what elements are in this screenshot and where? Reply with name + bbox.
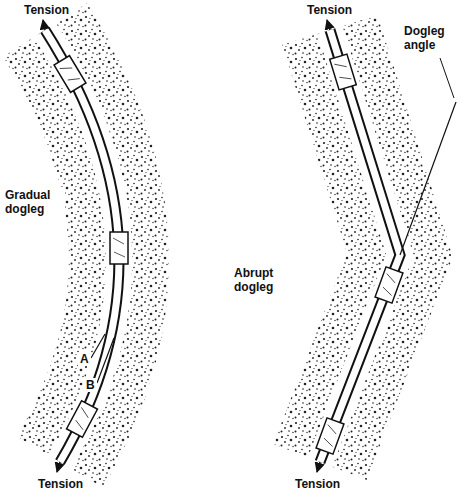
drill-pipe (45, 30, 119, 462)
dogleg-angle-label: Dogleg angle (402, 24, 468, 52)
tension-arrow (43, 20, 45, 30)
tool-joint (375, 267, 403, 303)
tool-joint (54, 56, 86, 93)
tension-arrow (327, 20, 330, 30)
gradual-dogleg-figure (43, 20, 128, 472)
tension-label: Tension (293, 477, 342, 491)
borehole (45, 30, 119, 462)
rock-formation (45, 30, 119, 462)
tension-label: Tension (36, 477, 85, 491)
figure-title: Abrupt dogleg (232, 266, 298, 294)
borehole (320, 30, 400, 462)
tension-label: Tension (305, 3, 354, 17)
callout-letter: A (78, 352, 91, 366)
drill-pipe-bore (45, 30, 119, 462)
leader-line (440, 58, 454, 98)
tension-arrow (57, 462, 60, 472)
abrupt-dogleg-figure (316, 20, 456, 472)
leader-line (97, 338, 114, 383)
tension-arrow (317, 462, 320, 472)
drill-pipe-bore (320, 30, 400, 462)
tool-joint (316, 418, 344, 454)
tension-label: Tension (22, 3, 71, 17)
dogleg-angle-line (400, 102, 456, 255)
tool-joint (67, 401, 98, 438)
rock-formation (320, 30, 400, 462)
figure-title: Gradual dogleg (3, 188, 65, 216)
tool-joint (330, 54, 357, 90)
drill-pipe (320, 30, 400, 462)
callout-letter: B (84, 378, 97, 392)
tool-joint (110, 232, 128, 264)
leader-line (91, 334, 105, 358)
